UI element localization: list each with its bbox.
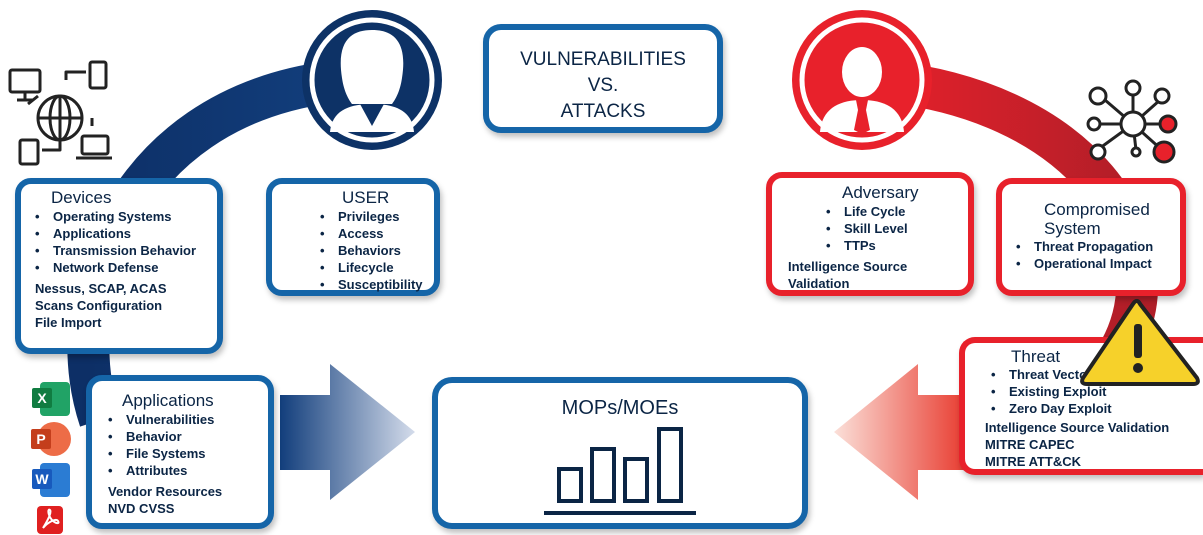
list-item: Skill Level [826, 220, 968, 237]
title-box: VULNERABILITIES VS. ATTACKS [483, 24, 723, 133]
list-item: Applications [35, 225, 217, 242]
list-item: Vulnerabilities [108, 411, 268, 428]
applications-extra-1: Vendor Resources [108, 484, 223, 499]
applications-box: Applications Vulnerabilities Behavior Fi… [86, 375, 274, 529]
mops-box: MOPs/MOEs [432, 377, 808, 529]
list-item: Existing Exploit [991, 383, 1203, 400]
svg-text:P: P [36, 431, 45, 447]
adversary-extra-1: Intelligence Source [788, 259, 908, 274]
user-box: USER Privileges Access Behaviors Lifecyc… [266, 178, 440, 296]
svg-text:X: X [37, 390, 47, 406]
threat-extra-3: MITRE ATT&CK [985, 454, 1082, 469]
adversary-box: Adversary Life Cycle Skill Level TTPs In… [766, 172, 974, 296]
applications-list: Vulnerabilities Behavior File Systems At… [108, 411, 268, 479]
adversary-list: Life Cycle Skill Level TTPs [788, 203, 968, 254]
title-line-1: VULNERABILITIES [520, 49, 686, 70]
threat-box: Threat Threat Vector Existing Exploit Ze… [959, 337, 1203, 475]
network-nodes-icon [1086, 79, 1178, 164]
list-item: Attributes [108, 462, 268, 479]
compromised-title-1: Compromised [1044, 200, 1150, 219]
right-flow-arrow [834, 364, 968, 500]
adversary-title: Adversary [842, 183, 919, 202]
chart-bar-4 [657, 427, 683, 503]
svg-text:W: W [35, 471, 49, 487]
list-item: Access [320, 225, 434, 242]
compromised-box: Compromised System Threat Propagation Op… [996, 178, 1186, 296]
list-item: Life Cycle [826, 203, 968, 220]
list-item: Operating Systems [35, 208, 217, 225]
list-item: TTPs [826, 237, 968, 254]
devices-box: Devices Operating Systems Applications T… [15, 178, 223, 354]
applications-title: Applications [122, 391, 214, 410]
chart-bar-2 [590, 447, 616, 503]
devices-extra-1: Nessus, SCAP, ACAS [35, 281, 167, 296]
list-item: Threat Propagation [1016, 238, 1180, 255]
word-icon: W [32, 463, 70, 497]
list-item: Operational Impact [1016, 255, 1180, 272]
list-item: Susceptibility [320, 276, 434, 293]
devices-list: Operating Systems Applications Transmiss… [35, 208, 217, 276]
powerpoint-icon: P [31, 422, 71, 456]
devices-extra-2: Scans Configuration [35, 298, 163, 313]
mops-title: MOPs/MOEs [561, 397, 679, 419]
excel-icon: X [32, 382, 70, 416]
threat-title: Threat [1011, 347, 1061, 366]
list-item: Behavior [108, 428, 268, 445]
pdf-icon [37, 506, 63, 534]
chart-bar-1 [557, 467, 583, 503]
threat-extra-1: Intelligence Source Validation [985, 420, 1170, 435]
chart-bar-3 [623, 457, 649, 503]
user-list: Privileges Access Behaviors Lifecycle Su… [320, 208, 434, 293]
list-item: File Systems [108, 445, 268, 462]
applications-extra-2: NVD CVSS [108, 501, 175, 516]
list-item: Network Defense [35, 259, 217, 276]
user-title: USER [342, 188, 390, 207]
compromised-list: Threat Propagation Operational Impact [1016, 238, 1180, 272]
list-item: Lifecycle [320, 259, 434, 276]
devices-extra-3: File Import [35, 315, 102, 330]
threat-extra-2: MITRE CAPEC [985, 437, 1075, 452]
bar-chart-icon [544, 427, 696, 515]
user-female-icon [302, 10, 442, 150]
compromised-title-2: System [1044, 219, 1101, 238]
title-line-3: ATTACKS [560, 101, 646, 122]
list-item: Behaviors [320, 242, 434, 259]
devices-title: Devices [51, 188, 112, 207]
list-item: Transmission Behavior [35, 242, 217, 259]
network-devices-icon [8, 60, 112, 166]
threat-list: Threat Vector Existing Exploit Zero Day … [985, 366, 1203, 417]
list-item: Privileges [320, 208, 434, 225]
left-flow-arrow [280, 364, 415, 500]
list-item: Threat Vector [991, 366, 1203, 383]
adversary-extra-2: Validation [788, 276, 850, 291]
list-item: Zero Day Exploit [991, 400, 1203, 417]
title-line-2: VS. [587, 75, 619, 96]
adversary-male-icon [792, 10, 932, 150]
